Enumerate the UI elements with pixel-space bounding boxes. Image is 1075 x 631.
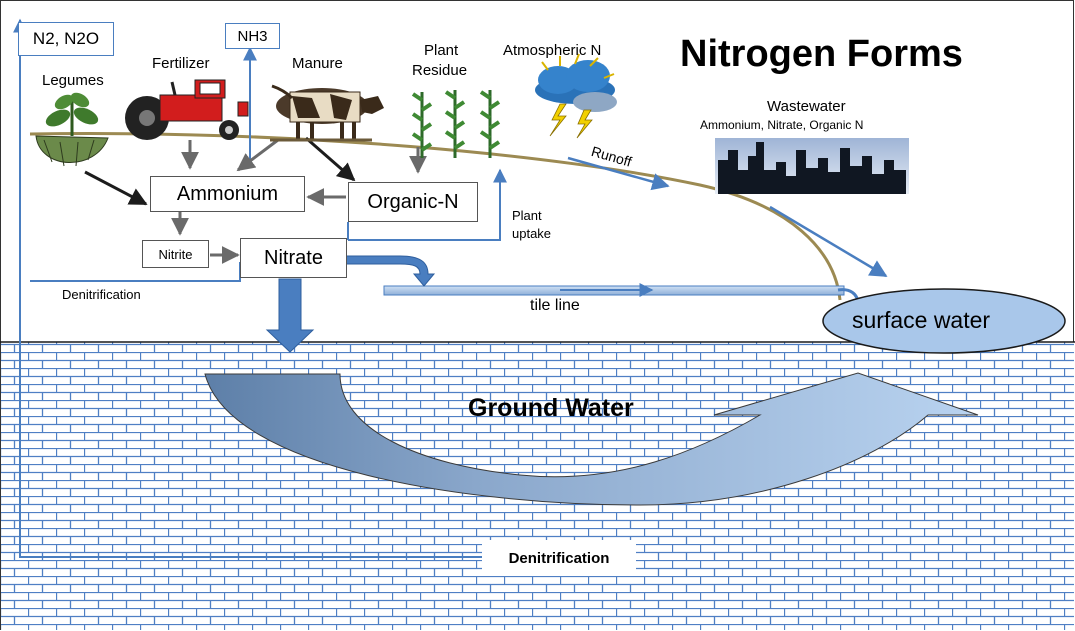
city-skyline-icon <box>715 138 909 194</box>
nitrate-label: Nitrate <box>264 246 323 269</box>
nitrate-box: Nitrate <box>240 238 347 278</box>
plant-residue-label-line2: Residue <box>412 62 468 79</box>
nitrate-to-tile-arrow <box>345 255 436 287</box>
storm-cloud-icon <box>535 53 617 139</box>
manure-to-organic-arrow <box>305 136 356 182</box>
tractor-icon <box>125 79 249 140</box>
groundwater-flow-arrow <box>204 372 979 506</box>
organic-n-box: Organic-N <box>348 182 478 222</box>
organic-n-label: Organic-N <box>367 190 459 213</box>
cow-icon <box>270 84 384 142</box>
gas-box-nh3: NH3 <box>225 23 280 49</box>
ammonium-label: Ammonium <box>176 182 279 205</box>
manure-to-ammonium-arrow <box>236 138 279 172</box>
denitrification-lower-label: Denitrification <box>508 549 610 567</box>
plant-residue-label-line1: Plant <box>424 42 459 59</box>
legumes-icon <box>35 92 109 167</box>
tile-line-label: tile line <box>530 297 580 314</box>
plant-uptake-label-line2: uptake <box>512 226 552 241</box>
wastewater-detail-label: Ammonium, Nitrate, Organic N <box>700 118 864 132</box>
nitrite-box: Nitrite <box>142 240 209 268</box>
gas-n2-n2o-label: N2, N2O <box>32 29 100 48</box>
atmospheric-n-label: Atmospheric N <box>503 42 602 59</box>
wastewater-label: Wastewater <box>767 98 846 115</box>
gas-box-n2-n2o: N2, N2O <box>18 22 114 56</box>
denitrification-lower-box: Denitrification <box>482 540 636 576</box>
fertilizer-label: Fertilizer <box>152 55 210 72</box>
plant-uptake-label-line1: Plant <box>512 208 542 223</box>
lower-denitrification-path <box>13 18 490 558</box>
nitrite-label: Nitrite <box>158 246 193 262</box>
legumes-label: Legumes <box>42 72 104 89</box>
corn-plants-icon <box>411 90 501 158</box>
ammonium-box: Ammonium <box>150 176 305 212</box>
surface-water-label: surface water <box>852 307 991 333</box>
ground-water-label: Ground Water <box>468 394 634 422</box>
surface-water-body <box>822 288 1066 354</box>
manure-label: Manure <box>292 55 343 72</box>
runoff-arrow <box>567 156 670 191</box>
page-title: Nitrogen Forms <box>680 33 963 75</box>
gas-nh3-label: NH3 <box>237 27 268 45</box>
denitrification-upper-label: Denitrification <box>62 287 141 302</box>
nitrate-leaching-arrow <box>265 278 315 353</box>
plant-uptake-arrow <box>348 168 507 241</box>
legumes-to-ammonium-arrow <box>84 170 148 206</box>
wastewater-discharge-arrow <box>769 205 888 278</box>
